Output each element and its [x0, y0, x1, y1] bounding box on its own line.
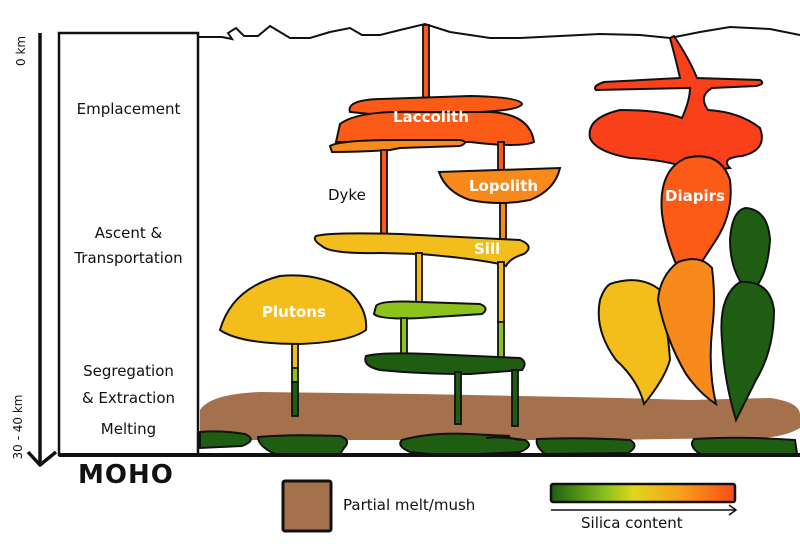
legend-silica-colorbar: [549, 482, 737, 504]
legend: [281, 479, 738, 533]
dyke-dark-right: [511, 369, 519, 427]
legend-silica-label: Silica content: [581, 514, 683, 532]
diapir-upper-body: [588, 34, 764, 174]
dyke-label: Dyke: [328, 186, 366, 204]
lopolith-body: [437, 166, 562, 204]
diapir-dark-green-upper: [728, 206, 772, 285]
moho-label: MOHO: [78, 460, 174, 490]
laccolith-label: Laccolith: [393, 108, 469, 126]
depth-bottom-label: 30 - 40 km: [11, 394, 25, 460]
melt-pockets: [199, 430, 799, 456]
stage-melting-label: Melting: [100, 420, 157, 438]
surface-feeder-dyke: [422, 24, 430, 106]
stage-emplacement-label: Emplacement: [76, 100, 181, 118]
pluton-feeder: [291, 343, 299, 417]
dyke-dark-left: [454, 371, 462, 425]
dyke-minor-sill: [400, 317, 408, 357]
legend-partial-melt-swatch: [281, 479, 333, 533]
depth-top-label: 0 km: [14, 35, 28, 66]
sill-body: [313, 232, 530, 268]
partial-melt-mush-layer: [200, 392, 800, 440]
dyke-left: [380, 149, 388, 237]
sill-label: Sill: [474, 240, 501, 258]
diapir-dark-green-lower: [720, 280, 776, 423]
stage-segregation-label: Segregation & Extraction: [81, 362, 176, 407]
stage-ascent-label: Ascent & Transportation: [74, 224, 183, 267]
stage-column: [57, 31, 200, 457]
minor-sill-dark-green: [364, 352, 526, 376]
diapir-orange: [656, 258, 718, 407]
plutons-label: Plutons: [262, 303, 326, 321]
dyke-lopolith-bottom: [499, 202, 507, 240]
diapirs-label: Diapirs: [665, 187, 725, 205]
legend-partial-melt-label: Partial melt/mush: [343, 496, 476, 514]
dyke-sill-right: [497, 261, 505, 359]
ground-surface: [198, 22, 800, 41]
dyke-sill-left: [415, 252, 423, 304]
lopolith-label: Lopolith: [469, 177, 539, 195]
depth-arrow: [26, 33, 58, 467]
dyke-lopolith-top: [497, 141, 505, 173]
pluton-body: [218, 274, 368, 346]
minor-sill-light-green: [372, 300, 487, 320]
laccolith-body: [328, 94, 536, 154]
